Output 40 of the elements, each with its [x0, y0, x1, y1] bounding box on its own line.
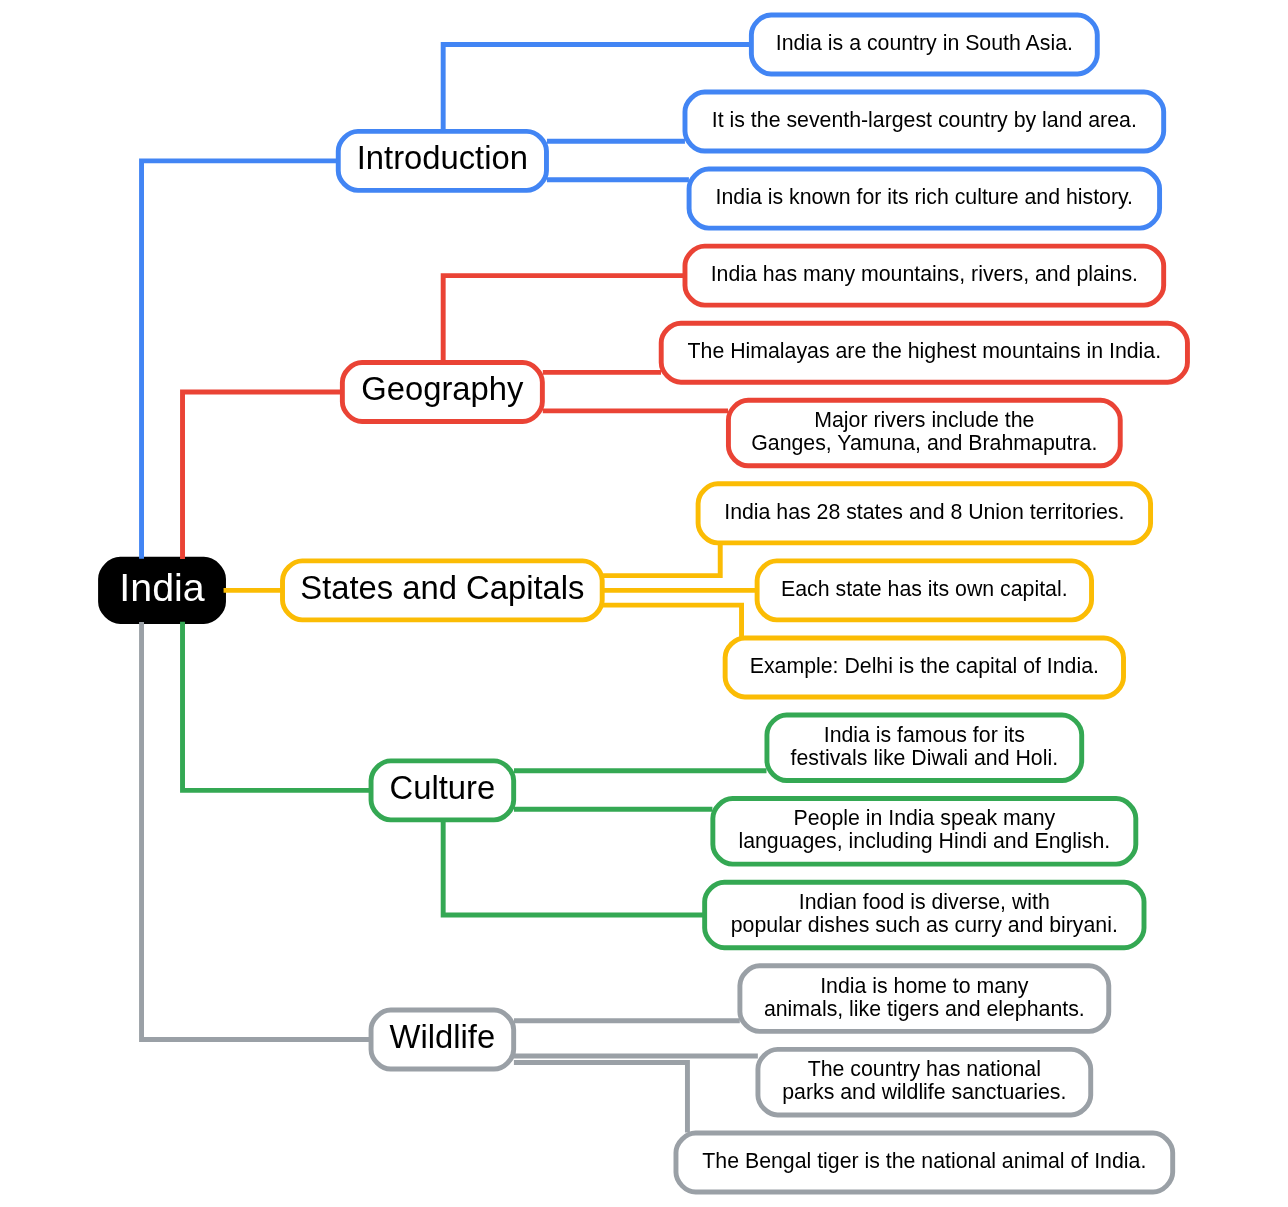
node-box: The country has national parks and wildlife sanctuaries.	[755, 1046, 1094, 1118]
connector	[440, 273, 685, 363]
connector	[542, 369, 661, 375]
node-box: It is the seventh-largest country by land area.	[682, 89, 1167, 154]
node-box: India	[98, 556, 226, 624]
node-box: Major rivers include the Ganges, Yamuna, and Brahmaputra.	[725, 397, 1123, 469]
node-box: Culture	[368, 758, 517, 823]
connector	[513, 1060, 690, 1133]
connector	[223, 587, 283, 593]
node-box: Each state has its own capital.	[754, 558, 1094, 623]
connector	[602, 587, 757, 593]
connector	[546, 177, 689, 183]
node-box: India is known for its rich culture and history.	[686, 166, 1163, 231]
node-box: India has 28 states and 8 Union territories.	[695, 481, 1153, 546]
node-box: The Himalayas are the highest mountains in India.	[658, 320, 1190, 385]
connector	[440, 42, 752, 131]
connector	[180, 389, 342, 559]
node-box: Example: Delhi is the capital of India.	[722, 635, 1126, 700]
node-box: India has many mountains, rivers, and plains.	[682, 243, 1167, 308]
connector	[602, 543, 723, 579]
connector	[546, 138, 685, 144]
node-box: Geography	[339, 360, 545, 424]
connector	[139, 158, 338, 559]
connector	[139, 622, 371, 1043]
node-box: States and Capitals	[280, 558, 605, 623]
node-box: People in India speak many languages, including Hindi and English.	[710, 796, 1139, 867]
connector	[514, 1018, 740, 1024]
connector	[514, 768, 767, 774]
connector	[542, 408, 729, 414]
node-box: India is home to many animals, like tigers and elephants.	[737, 963, 1112, 1034]
node-box: Indian food is diverse, with popular dishes such as curry and biryani.	[702, 879, 1147, 951]
node-box: Introduction	[335, 128, 549, 193]
connector	[514, 806, 713, 812]
node-box: India is a country in South Asia.	[748, 12, 1100, 77]
connector	[440, 819, 705, 918]
node-box: India is famous for its festivals like Diwali and Holi.	[764, 712, 1085, 783]
connector	[180, 621, 371, 793]
node-box: The Bengal tiger is the national animal of India.	[673, 1130, 1176, 1195]
connector	[514, 1053, 758, 1059]
node-box: Wildlife	[368, 1007, 517, 1072]
